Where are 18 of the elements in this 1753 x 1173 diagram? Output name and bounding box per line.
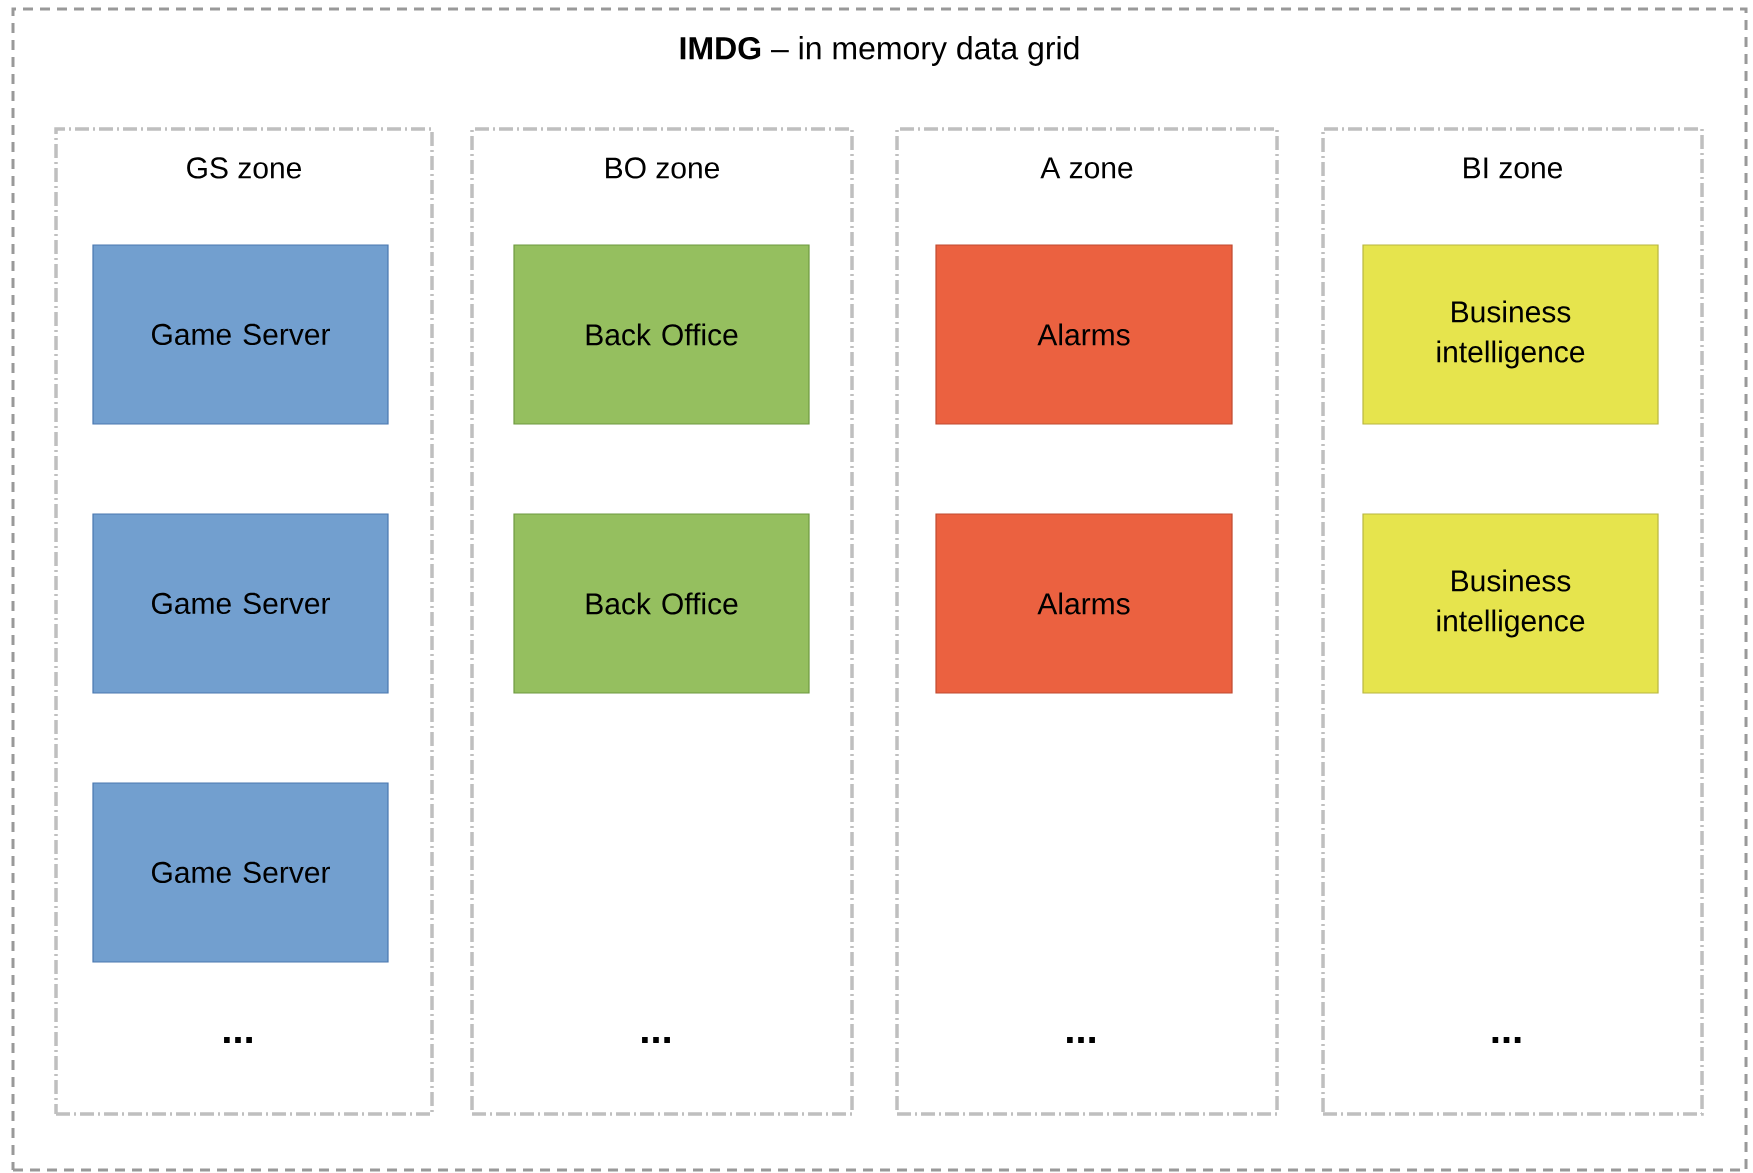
component-box: Business intelligence	[1362, 244, 1659, 425]
component-box: Alarms	[935, 513, 1233, 694]
component-box: Alarms	[935, 244, 1233, 425]
component-box: Game Server	[92, 244, 389, 425]
ellipsis: ...	[642, 1037, 670, 1043]
component-box: Back Office	[513, 244, 810, 425]
zone-title: GS zone	[187, 157, 301, 179]
ellipsis: ...	[224, 1037, 252, 1043]
zone-title: A zone	[1040, 157, 1133, 179]
grid-title: IMDG – in memory data grid	[680, 36, 1079, 66]
component-box: Back Office	[513, 513, 810, 694]
ellipsis: ...	[1492, 1037, 1521, 1043]
zone-title: BI zone	[1464, 157, 1563, 179]
component-box: Game Server	[92, 782, 389, 963]
ellipsis: ...	[1067, 1037, 1095, 1043]
component-box: Game Server	[92, 513, 389, 694]
component-box: Business intelligence	[1362, 513, 1659, 694]
zone-title: BO zone	[606, 157, 719, 179]
